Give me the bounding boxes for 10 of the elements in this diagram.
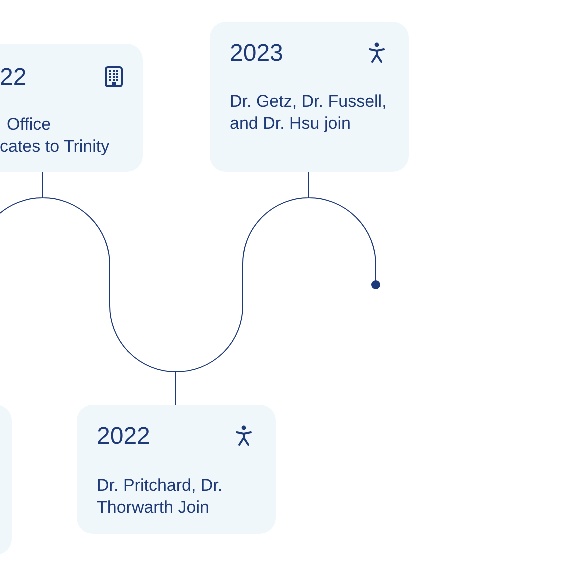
year-label: 22 [0, 64, 27, 92]
milestone-text: Office [7, 114, 52, 136]
milestone-text: Dr. Getz, Dr. Fussell, and Dr. Hsu join [230, 91, 388, 135]
year-label: 2022 [97, 423, 150, 451]
year-label: 2023 [230, 40, 284, 68]
milestone-card [210, 22, 409, 172]
milestone-card [77, 405, 276, 534]
milestone-card [0, 44, 143, 172]
milestone-text: Dr. Pritchard, Dr. Thorwarth Join [97, 475, 224, 519]
milestone-text: cates to Trinity [0, 136, 111, 158]
